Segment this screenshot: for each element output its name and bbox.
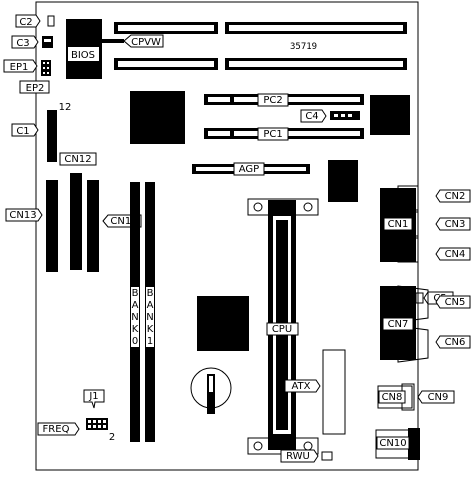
- cn6-callout: [435, 335, 471, 349]
- rwu-label: RWU: [286, 451, 310, 462]
- board-number: 35719: [290, 42, 317, 52]
- cpvw-jumper: [102, 39, 124, 43]
- c2-label: C2: [19, 17, 32, 28]
- c3-label: C3: [16, 38, 29, 49]
- ide-header-2: [70, 173, 82, 270]
- cn7-label: CN7: [388, 319, 409, 330]
- atx-power: [322, 349, 346, 435]
- c2-callout: [15, 14, 41, 28]
- pc2-callout: [257, 93, 289, 107]
- cpvw-label: CPVW: [131, 37, 161, 48]
- bank1-text: B A N K 1: [146, 288, 153, 347]
- pc1-callout: [257, 127, 289, 141]
- j1-label: J1: [88, 391, 98, 402]
- svg-text:B: B: [132, 288, 139, 299]
- cpu-callout: [266, 322, 299, 336]
- cn5-label: CN5: [445, 297, 466, 308]
- pin-2-label: 2: [109, 432, 115, 443]
- freq-jumper: [86, 418, 108, 430]
- ide-header-3: [87, 180, 99, 272]
- cn6-label: CN6: [445, 337, 466, 348]
- cn9-callout: [417, 390, 455, 404]
- cn1-callout: [383, 217, 413, 231]
- cn8-callout: [378, 390, 406, 404]
- ide-header-1: [46, 180, 58, 272]
- ep1-label: EP1: [10, 62, 29, 73]
- cn4-label: CN4: [445, 249, 466, 260]
- cn1-label: CN1: [388, 219, 409, 230]
- c4-callout: [300, 109, 327, 123]
- ep2-label: EP2: [26, 83, 45, 94]
- svg-text:N: N: [146, 312, 153, 323]
- agp-label: AGP: [239, 164, 259, 175]
- cn3-callout: [435, 217, 471, 231]
- cn8-connector: [377, 385, 413, 409]
- cn2-label: CN2: [445, 191, 466, 202]
- chip-io: [370, 95, 410, 135]
- pc2-label: PC2: [263, 95, 282, 106]
- c1-header: [47, 110, 57, 162]
- svg-text:A: A: [147, 300, 154, 311]
- pin-12-label: 12: [59, 102, 72, 113]
- freq-label: FREQ: [43, 424, 70, 435]
- svg-text:1: 1: [147, 336, 153, 347]
- cn12-label: CN12: [64, 154, 91, 165]
- ep2-callout: [19, 80, 50, 94]
- cn11-label: CN11: [110, 216, 137, 227]
- svg-text:K: K: [132, 324, 139, 335]
- bank0-text: B A N K 0: [131, 288, 138, 347]
- rwu-callout: [280, 449, 319, 463]
- freq-callout: [37, 422, 80, 436]
- cn5-callout: [435, 295, 471, 309]
- cpu-retention-top: [247, 198, 319, 216]
- j1-callout: [83, 389, 105, 409]
- c4-label: C4: [305, 111, 318, 122]
- chip-small: [328, 160, 358, 202]
- chip-southbridge: [197, 296, 249, 351]
- cn7-callout: [382, 317, 414, 331]
- cn4-callout: [435, 247, 471, 261]
- chip-northbridge: [130, 91, 185, 144]
- agp-callout: [233, 162, 265, 176]
- cn13-label: CN13: [9, 210, 36, 221]
- cpu-label: CPU: [272, 324, 292, 335]
- c1-callout: [11, 123, 39, 137]
- cn10-callout: [376, 436, 410, 450]
- cn2-callout: [435, 189, 471, 203]
- cn13-callout: [5, 208, 43, 222]
- ep1-callout: [3, 59, 38, 73]
- svg-text:N: N: [131, 312, 138, 323]
- c3-callout: [11, 35, 39, 49]
- atx-label: ATX: [291, 381, 310, 392]
- cpvw-callout: [123, 34, 164, 48]
- cn12-callout: [59, 152, 97, 166]
- cn3-label: CN3: [445, 219, 466, 230]
- svg-text:0: 0: [132, 336, 138, 347]
- svg-text:B: B: [147, 288, 154, 299]
- c1-label: C1: [16, 126, 29, 137]
- cn9-label: CN9: [428, 392, 449, 403]
- cn10-label: CN10: [379, 438, 406, 449]
- isa-slots: [114, 22, 407, 70]
- svg-text:A: A: [132, 300, 139, 311]
- bios-label: BIOS: [71, 50, 95, 61]
- pc1-label: PC1: [263, 129, 282, 140]
- cn8-label: CN8: [382, 392, 403, 403]
- atx-callout: [284, 379, 321, 393]
- svg-text:K: K: [147, 324, 154, 335]
